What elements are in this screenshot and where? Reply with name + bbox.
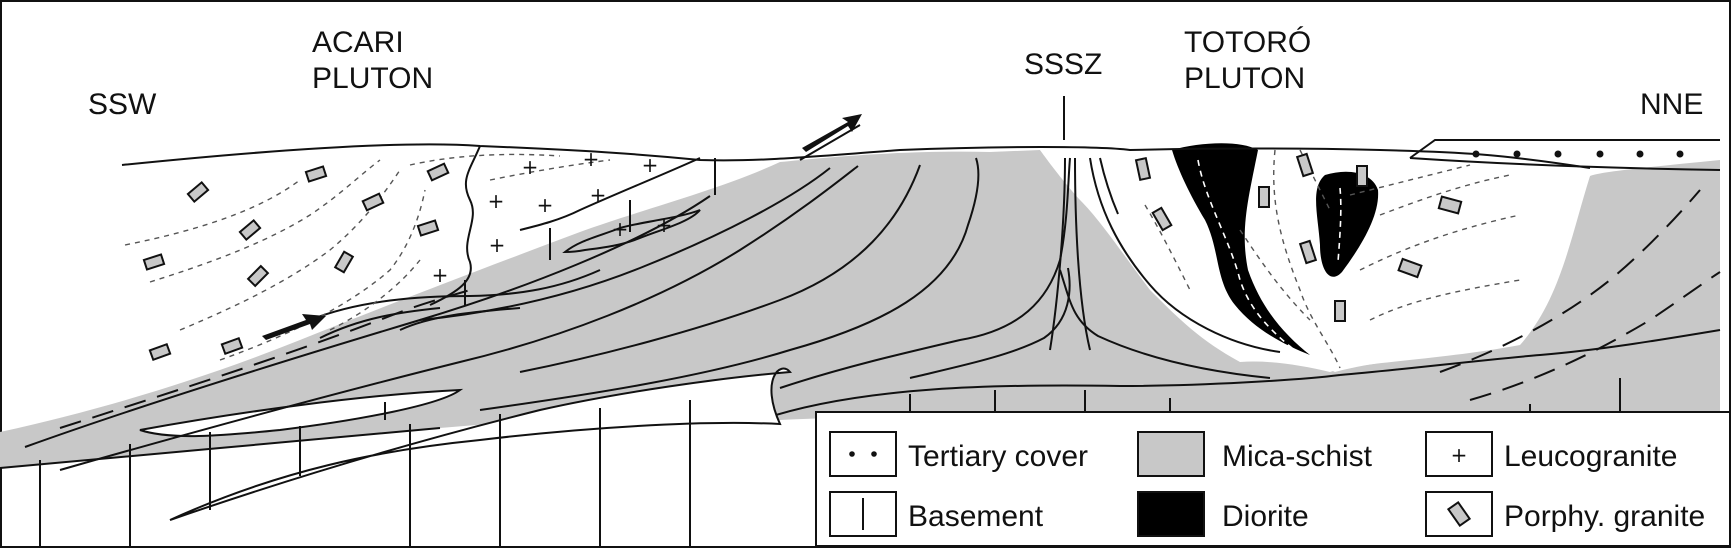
svg-text:+: + bbox=[590, 183, 607, 207]
legend-background bbox=[815, 411, 1731, 547]
acari-pluton-body bbox=[120, 144, 710, 375]
leucogranite-plus-marks: + + + + + + + + + + bbox=[432, 147, 673, 287]
porphy-granite-crystal bbox=[238, 218, 262, 242]
legend-label-basement: Basement bbox=[908, 500, 1044, 533]
diorite-body-lobe bbox=[1316, 171, 1379, 277]
leucogranite-lens bbox=[562, 209, 701, 254]
acari-foliation bbox=[124, 153, 611, 361]
svg-text:+: + bbox=[537, 193, 554, 217]
basement-wedge-2 bbox=[169, 367, 792, 521]
svg-text:+: + bbox=[432, 263, 449, 287]
basement-ticks bbox=[39, 158, 1621, 546]
tertiary-cover-dots bbox=[1472, 150, 1684, 158]
porphy-granite-crystal bbox=[416, 219, 440, 237]
porphy-granite-acari bbox=[142, 162, 450, 362]
schist-dashed-lines bbox=[59, 189, 1721, 429]
porphy-granite-crystal bbox=[1134, 156, 1152, 182]
basement-top-boundary bbox=[0, 427, 441, 469]
tertiary-cover-base bbox=[1409, 157, 1721, 171]
legend-item-basement: Basement bbox=[829, 491, 1044, 537]
legend-item-mica: Mica-schist bbox=[1137, 431, 1373, 477]
legend-swatch-gray bbox=[1137, 431, 1205, 477]
legend-item-diorite: Diorite bbox=[1137, 491, 1309, 537]
porphy-granite-crystal bbox=[1397, 257, 1423, 279]
shear-sense-arrows bbox=[262, 114, 862, 340]
porphy-granite-crystal bbox=[1356, 165, 1368, 187]
porphy-granite-crystal bbox=[220, 336, 244, 356]
tertiary-cover-outline bbox=[1409, 139, 1720, 159]
label-acari-line1: ACARI bbox=[312, 26, 404, 59]
legend-label-diorite: Diorite bbox=[1222, 500, 1309, 533]
porphy-granite-crystal bbox=[142, 253, 166, 271]
legend-label-tertiary: Tertiary cover bbox=[908, 440, 1088, 473]
diorite-body-main bbox=[1172, 143, 1310, 355]
porphy-granite-totoro bbox=[1134, 152, 1463, 322]
label-nne: NNE bbox=[1640, 88, 1703, 121]
svg-text:+: + bbox=[489, 233, 506, 257]
shear-arrow-lower bbox=[262, 314, 326, 340]
label-acari-line2: PLUTON bbox=[312, 62, 433, 95]
svg-text:+: + bbox=[612, 217, 629, 241]
legend: Tertiary cover Mica-schist + Leucogranit… bbox=[815, 411, 1731, 547]
svg-text:+: + bbox=[522, 155, 539, 179]
legend-item-porphy: Porphy. granite bbox=[1425, 491, 1705, 537]
legend-label-mica: Mica-schist bbox=[1222, 440, 1373, 473]
porphy-granite-crystal bbox=[304, 165, 328, 183]
porphy-granite-crystal bbox=[1295, 152, 1315, 178]
svg-text:+: + bbox=[488, 189, 505, 213]
legend-swatch-black bbox=[1137, 491, 1205, 537]
svg-text:+: + bbox=[583, 147, 600, 171]
shear-arrow-upper bbox=[802, 114, 862, 152]
svg-text:+: + bbox=[642, 153, 659, 177]
basement-top-boundary-2 bbox=[759, 374, 1341, 421]
porphy-granite-crystal bbox=[1151, 206, 1173, 232]
porphy-granite-crystal bbox=[1334, 300, 1346, 322]
porphy-granite-crystal bbox=[1258, 186, 1270, 208]
topographic-surface bbox=[121, 143, 1591, 169]
basement-top-boundary-3 bbox=[1339, 329, 1721, 376]
porphy-granite-crystal bbox=[186, 180, 210, 204]
mica-schist-body bbox=[0, 150, 1720, 468]
leucogranite-inner-line bbox=[519, 157, 701, 231]
legend-label-leuco: Leucogranite bbox=[1504, 440, 1677, 473]
leucogranite-boundary bbox=[429, 145, 481, 306]
porphy-granite-crystal bbox=[1298, 239, 1318, 265]
legend-label-porphy: Porphy. granite bbox=[1504, 500, 1705, 533]
legend-swatch-plus bbox=[1425, 431, 1493, 477]
porphy-granite-crystal bbox=[333, 250, 355, 274]
porphy-granite-crystal bbox=[361, 192, 385, 212]
label-totoro-line1: TOTORÓ bbox=[1184, 26, 1311, 59]
svg-text:+: + bbox=[656, 213, 673, 237]
porphy-granite-crystal bbox=[148, 342, 172, 362]
label-totoro-line2: PLUTON bbox=[1184, 62, 1305, 95]
plus-symbol-icon: + bbox=[1451, 443, 1468, 467]
legend-item-tertiary: Tertiary cover bbox=[829, 431, 1088, 477]
diorite-internal-dashes bbox=[1197, 159, 1342, 349]
porphy-granite-crystal bbox=[1437, 195, 1463, 215]
porphy-granite-crystal bbox=[426, 162, 450, 182]
tilted-rectangle-icon bbox=[1446, 500, 1472, 528]
legend-item-leuco: + Leucogranite bbox=[1425, 431, 1677, 477]
label-sssz: SSSZ bbox=[1024, 48, 1102, 81]
totoro-foliation bbox=[1144, 149, 1521, 369]
legend-swatch-dots bbox=[829, 431, 897, 477]
label-ssw: SSW bbox=[88, 88, 157, 121]
porphy-granite-crystal bbox=[246, 264, 270, 288]
